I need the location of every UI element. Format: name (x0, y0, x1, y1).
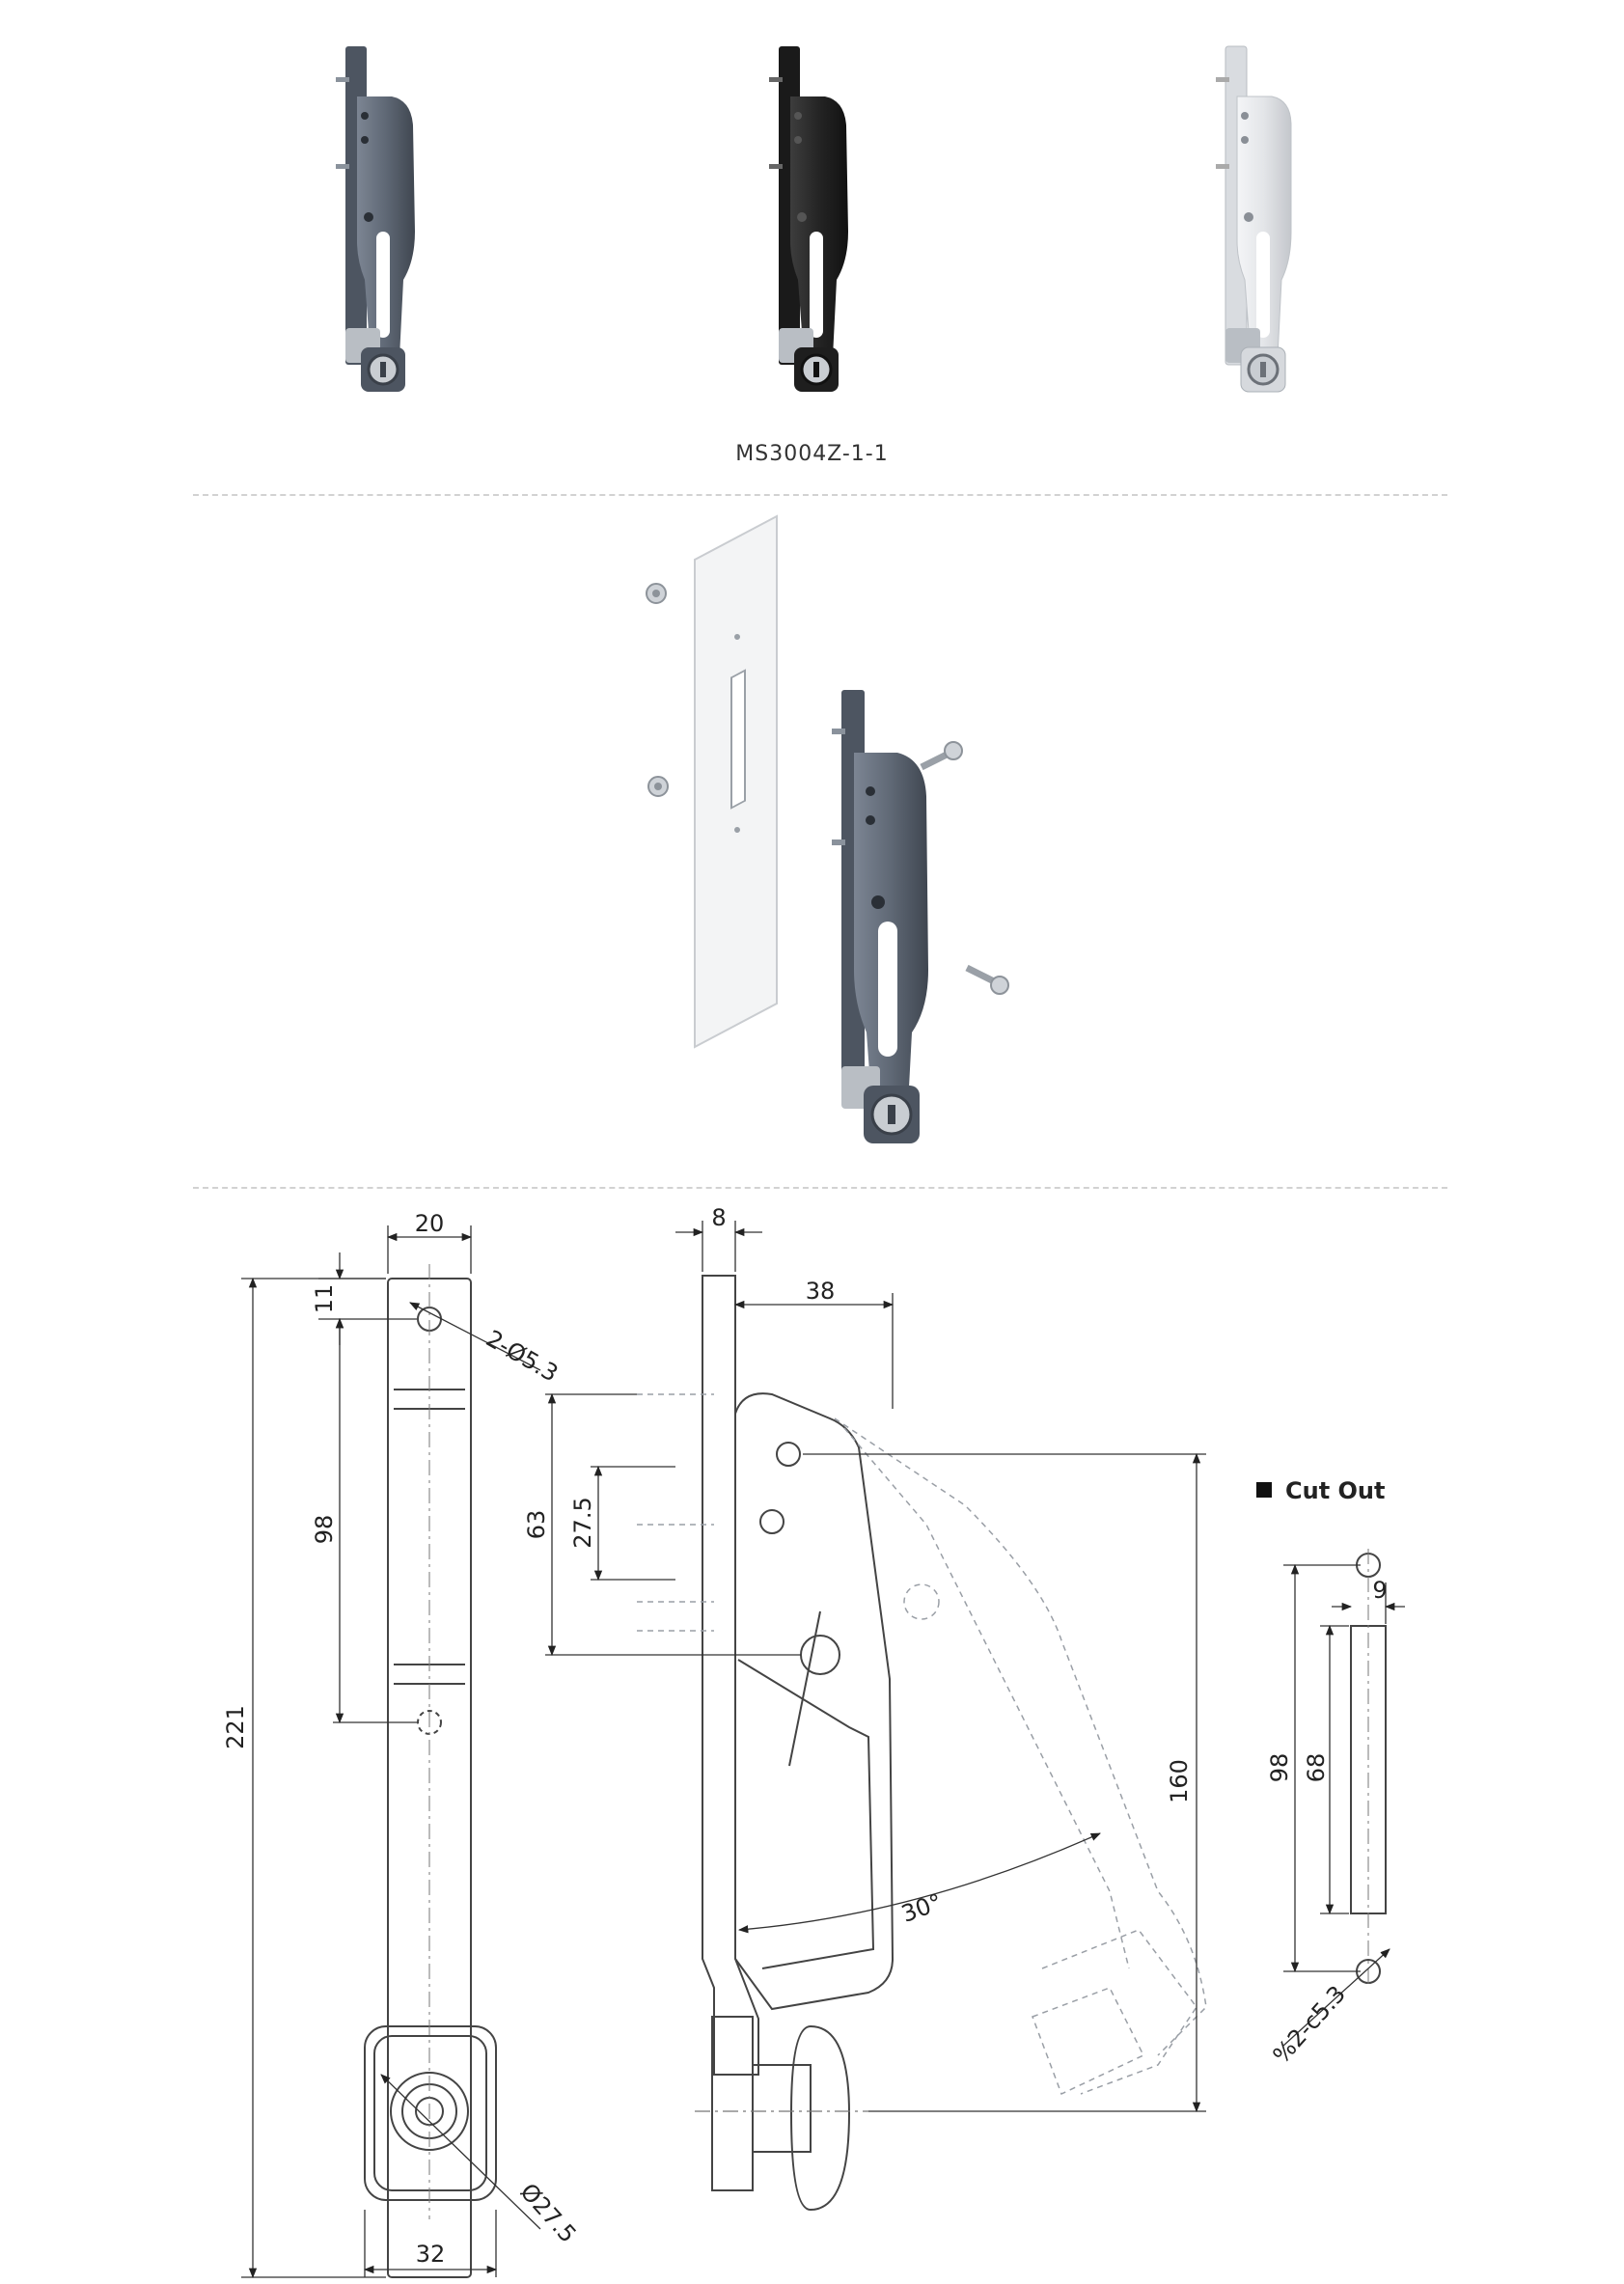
dim-hole-offset: 11 (311, 1284, 338, 1314)
side-view (702, 1275, 895, 2212)
cutout-drawing (1350, 1549, 1387, 1988)
dim-slot-length: 68 (1303, 1753, 1330, 1783)
exploded-assembly-view (646, 514, 1009, 1143)
product-photo-white (1216, 45, 1292, 393)
dim-depth: 38 (806, 1278, 836, 1305)
mounting-screw (920, 741, 963, 771)
side-view-dimensions (545, 1221, 1206, 2113)
dim-cam-offset: 27.5 (569, 1497, 596, 1548)
dim-width-bottom: 32 (416, 2241, 446, 2268)
cutout-title: Cut Out (1285, 1477, 1386, 1504)
dim-cutout-holes: %2-c5.3 (1268, 1980, 1351, 2069)
product-photo-black (769, 46, 848, 392)
side-view-open-phantom (637, 1393, 1207, 2096)
dim-plate-thickness: 8 (711, 1204, 726, 1231)
dim-open-angle: 30° (897, 1888, 946, 1928)
front-view (364, 1264, 497, 2278)
mounting-screw (965, 964, 1009, 995)
product-photo-grey (336, 46, 415, 392)
dim-holes: 2-Ø5.3 (482, 1325, 563, 1388)
cutout-bullet-icon (1256, 1482, 1272, 1498)
section-divider-top (193, 494, 1447, 496)
dim-height: 160 (1166, 1759, 1193, 1803)
dim-slot-width: 9 (1372, 1577, 1387, 1604)
mounting-nut (647, 776, 669, 797)
cutout-dimensions (1282, 1563, 1405, 2047)
model-code-caption: MS3004Z-1-1 (735, 442, 889, 466)
dim-cutout-hole-spacing: 98 (1266, 1753, 1293, 1783)
front-view-dimensions (241, 1225, 541, 2279)
section-divider-bottom (193, 1187, 1447, 1189)
mounting-nut (646, 583, 667, 604)
technical-drawing: 20 11 98 221 2-Ø5.3 Ø27.5 32 (222, 1204, 1405, 2279)
dim-hole-spacing: 98 (311, 1515, 338, 1545)
dim-cam-travel: 63 (523, 1510, 550, 1540)
dim-width-top: 20 (415, 1210, 445, 1237)
dim-total-length: 221 (222, 1705, 249, 1749)
